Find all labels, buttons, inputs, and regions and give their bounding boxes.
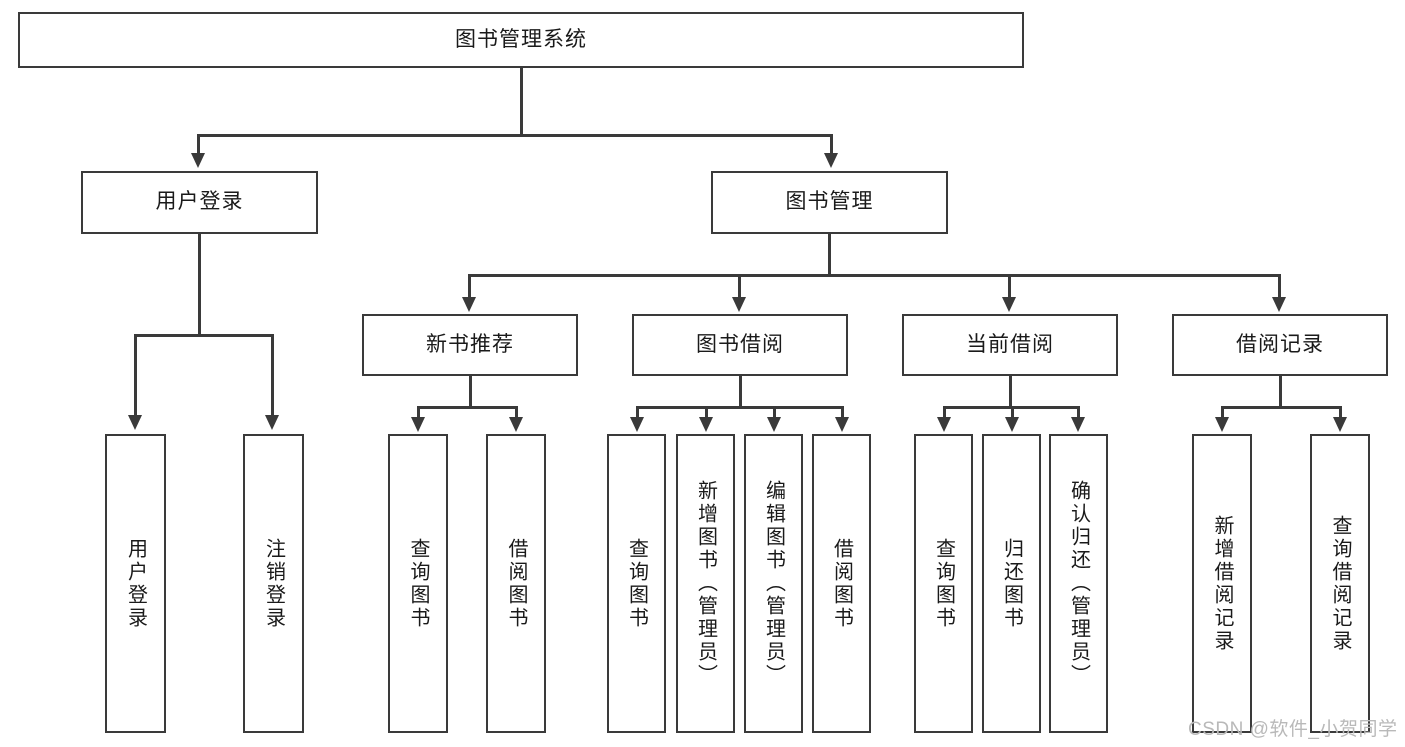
arrowhead-user-login-leaf-2 bbox=[265, 415, 279, 430]
connector-root-bus bbox=[197, 134, 833, 137]
arrowhead-current-borrow-leaf-3 bbox=[1071, 417, 1085, 432]
node-label: 注销登录 bbox=[262, 537, 285, 630]
connector-user-login-branch-2 bbox=[271, 334, 274, 416]
leaf-borrow-record-query[interactable]: 查询借阅记录 bbox=[1310, 434, 1370, 733]
arrowhead-borrow-record-leaf-2 bbox=[1333, 417, 1347, 432]
node-root-system[interactable]: 图书管理系统 bbox=[18, 12, 1024, 68]
leaf-current-borrow-query[interactable]: 查询图书 bbox=[914, 434, 973, 733]
connector-current-borrow-branch-3 bbox=[1077, 406, 1080, 418]
connector-new-book-bus bbox=[417, 406, 515, 409]
node-label: 图书借阅 bbox=[696, 332, 784, 356]
node-label: 借阅记录 bbox=[1236, 332, 1324, 356]
connector-user-login-bus bbox=[134, 334, 271, 337]
node-label: 确认归还（管理员） bbox=[1067, 480, 1090, 687]
connector-book-manage-bus bbox=[468, 274, 1280, 277]
connector-borrow-record-branch-2 bbox=[1339, 406, 1342, 418]
connector-to-new-book bbox=[468, 274, 471, 298]
connector-user-login-stem bbox=[198, 234, 201, 334]
arrowhead-book-borrow-leaf-1 bbox=[630, 417, 644, 432]
leaf-new-book-borrow[interactable]: 借阅图书 bbox=[486, 434, 546, 733]
connector-book-borrow-bus bbox=[636, 406, 843, 409]
leaf-book-borrow-query[interactable]: 查询图书 bbox=[607, 434, 666, 733]
arrowhead-user-login-leaf-1 bbox=[128, 415, 142, 430]
arrowhead-to-borrow-record bbox=[1272, 297, 1286, 312]
connector-new-book-stem bbox=[469, 376, 472, 406]
arrowhead-to-book-borrow bbox=[732, 297, 746, 312]
node-label: 借阅图书 bbox=[830, 537, 853, 630]
arrowhead-current-borrow-leaf-2 bbox=[1005, 417, 1019, 432]
leaf-book-borrow-edit[interactable]: 编辑图书（管理员） bbox=[744, 434, 803, 733]
leaf-current-borrow-confirm[interactable]: 确认归还（管理员） bbox=[1049, 434, 1108, 733]
csdn-watermark: CSDN @软件_小贺同学 bbox=[1188, 719, 1398, 740]
connector-book-borrow-branch-4 bbox=[841, 406, 844, 418]
node-label: 查询借阅记录 bbox=[1329, 514, 1351, 653]
connector-root-stem bbox=[520, 68, 523, 134]
node-label: 查询图书 bbox=[407, 537, 429, 630]
connector-current-borrow-branch-1 bbox=[943, 406, 946, 418]
arrowhead-book-borrow-leaf-3 bbox=[767, 417, 781, 432]
arrowhead-to-book-manage bbox=[824, 153, 838, 168]
connector-to-book-manage bbox=[830, 134, 833, 154]
connector-book-borrow-branch-3 bbox=[773, 406, 776, 418]
leaf-current-borrow-return[interactable]: 归还图书 bbox=[982, 434, 1041, 733]
connector-current-borrow-stem bbox=[1009, 376, 1012, 406]
node-borrow-record[interactable]: 借阅记录 bbox=[1172, 314, 1388, 376]
connector-current-borrow-branch-2 bbox=[1011, 406, 1014, 418]
node-label: 编辑图书（管理员） bbox=[762, 480, 785, 687]
node-book-borrow[interactable]: 图书借阅 bbox=[632, 314, 848, 376]
connector-new-book-branch-2 bbox=[515, 406, 518, 418]
arrowhead-new-book-leaf-2 bbox=[509, 417, 523, 432]
connector-borrow-record-branch-1 bbox=[1221, 406, 1224, 418]
node-label: 用户登录 bbox=[124, 537, 147, 630]
leaf-user-login-logout[interactable]: 注销登录 bbox=[243, 434, 304, 733]
connector-borrow-record-bus bbox=[1221, 406, 1340, 409]
connector-to-borrow-record bbox=[1278, 274, 1281, 298]
arrowhead-borrow-record-leaf-1 bbox=[1215, 417, 1229, 432]
node-label: 新增借阅记录 bbox=[1211, 514, 1233, 653]
node-user-login[interactable]: 用户登录 bbox=[81, 171, 318, 234]
connector-borrow-record-stem bbox=[1279, 376, 1282, 406]
leaf-new-book-query[interactable]: 查询图书 bbox=[388, 434, 448, 733]
node-label: 新增图书（管理员） bbox=[694, 480, 717, 687]
node-label: 查询图书 bbox=[625, 537, 648, 630]
arrowhead-new-book-leaf-1 bbox=[411, 417, 425, 432]
node-new-book-recommend[interactable]: 新书推荐 bbox=[362, 314, 578, 376]
connector-to-current-borrow bbox=[1008, 274, 1011, 298]
leaf-book-borrow-add[interactable]: 新增图书（管理员） bbox=[676, 434, 735, 733]
node-label: 查询图书 bbox=[932, 537, 955, 630]
connector-book-borrow-branch-2 bbox=[705, 406, 708, 418]
node-label: 借阅图书 bbox=[505, 537, 527, 630]
leaf-book-borrow-borrow[interactable]: 借阅图书 bbox=[812, 434, 871, 733]
connector-user-login-branch-1 bbox=[134, 334, 137, 416]
connector-book-borrow-stem bbox=[739, 376, 742, 406]
arrowhead-book-borrow-leaf-4 bbox=[835, 417, 849, 432]
node-book-manage[interactable]: 图书管理 bbox=[711, 171, 948, 234]
leaf-user-login-login[interactable]: 用户登录 bbox=[105, 434, 166, 733]
arrowhead-book-borrow-leaf-2 bbox=[699, 417, 713, 432]
node-current-borrow[interactable]: 当前借阅 bbox=[902, 314, 1118, 376]
node-label: 新书推荐 bbox=[426, 332, 514, 356]
arrowhead-to-user-login bbox=[191, 153, 205, 168]
arrowhead-to-new-book bbox=[462, 297, 476, 312]
connector-book-borrow-branch-1 bbox=[636, 406, 639, 418]
connector-book-manage-stem bbox=[828, 234, 831, 274]
leaf-borrow-record-add[interactable]: 新增借阅记录 bbox=[1192, 434, 1252, 733]
node-label: 归还图书 bbox=[1000, 537, 1023, 630]
arrowhead-current-borrow-leaf-1 bbox=[937, 417, 951, 432]
connector-to-user-login bbox=[197, 134, 200, 154]
node-label: 用户登录 bbox=[155, 190, 244, 214]
connector-new-book-branch-1 bbox=[417, 406, 420, 418]
connector-to-book-borrow bbox=[738, 274, 741, 298]
arrowhead-to-current-borrow bbox=[1002, 297, 1016, 312]
node-label: 当前借阅 bbox=[966, 332, 1054, 356]
node-label: 图书管理系统 bbox=[455, 27, 587, 51]
node-label: 图书管理 bbox=[785, 190, 874, 214]
